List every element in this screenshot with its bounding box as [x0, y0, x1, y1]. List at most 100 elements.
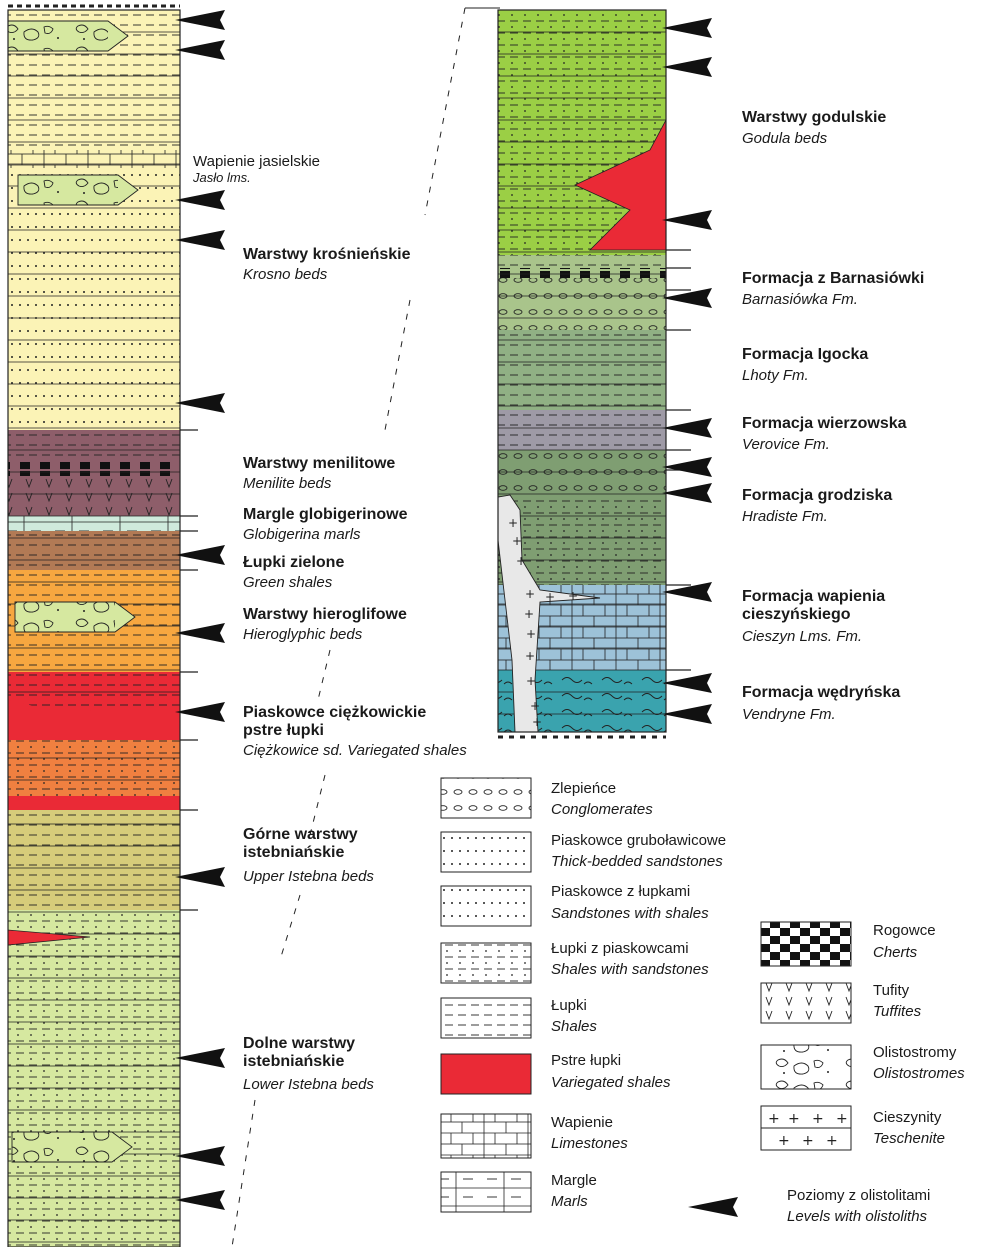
legend-label-olistolith-levels-pl: Poziomy z olistolitami: [787, 1187, 930, 1204]
teschenite-plus-mark: +: [530, 699, 540, 713]
olistostrome-lens-pattern: [12, 1132, 112, 1162]
olistolith-arrow-left: [175, 545, 225, 565]
legend-teschenite-plus: +: [778, 1133, 790, 1149]
legend-label-shale-sandstone-en: Shales with sandstones: [551, 961, 709, 978]
unit-label-lower-istebna-pl2: istebniańskie: [243, 1053, 344, 1070]
legend-label-shales-en: Shales: [551, 1018, 597, 1035]
dashed-connector-upper-2: [384, 299, 411, 431]
right-stratigraphic-column: ++++++++++++: [497, 9, 691, 739]
legend-label-teschenite-en: Teschenite: [873, 1130, 945, 1147]
lithology-legend: +++++++: [440, 777, 852, 1213]
unit-label-verovice-pl: Formacja wierzowska: [742, 415, 907, 432]
legend-swatch-marls-border: [440, 1171, 532, 1213]
legend-teschenite-plus: +: [826, 1133, 838, 1149]
legend-swatch-tuffites-border: [760, 982, 852, 1024]
green-shale-pattern: [8, 531, 180, 570]
dashed-connector-lower-2: [231, 1099, 256, 1247]
olistolith-arrow-left: [175, 867, 225, 887]
unit-label-green-shales-pl: Łupki zielone: [243, 554, 344, 571]
unit-label-vendryne-pl: Formacja wędryńska: [742, 684, 900, 701]
unit-label-hieroglyphic-en: Hieroglyphic beds: [243, 626, 363, 643]
ciezkowice-red-base: [8, 796, 180, 810]
dashed-connector-lower: [279, 894, 301, 961]
unit-label-krosno-pl: Warstwy krośnieńskie: [243, 246, 411, 263]
olistolith-arrow-right: [662, 483, 712, 503]
olistolith-arrow-left: [175, 1190, 225, 1210]
legend-swatch-olistostromes-border: [760, 1044, 852, 1090]
legend-teschenite-plus: +: [812, 1111, 824, 1127]
olistolith-arrow-left: [175, 1048, 225, 1068]
olistolith-arrow-right: [662, 57, 712, 77]
legend-label-cherts-en: Cherts: [873, 944, 918, 961]
left-column-outline: [7, 9, 181, 1247]
unit-label-lhoty-en: Lhoty Fm.: [742, 367, 809, 384]
teschenite-plus-mark: +: [512, 534, 522, 548]
legend-label-cherts-pl: Rogowce: [873, 922, 936, 939]
teschenite-plus-mark: +: [525, 587, 535, 601]
legend-label-marls-en: Marls: [551, 1193, 588, 1210]
legend-label-olistolith-levels-en: Levels with olistoliths: [787, 1208, 928, 1225]
legend-swatch-limestones-pattern: [441, 1114, 531, 1158]
legend-label-thick-sandstone-pl: Piaskowce gruboławicowe: [551, 832, 726, 849]
legend-swatch-sandstone-shale-border: [440, 885, 532, 927]
unit-label-vendryne-en: Vendryne Fm.: [742, 706, 836, 723]
olistolith-arrow-left: [175, 623, 225, 643]
olistolith-arrow-right: [662, 673, 712, 693]
olistolith-arrow-right: [662, 418, 712, 438]
olistolith-arrow-left: [175, 393, 225, 413]
legend-swatch-shales-border: [440, 997, 532, 1039]
legend-swatch-limestones-border: [440, 1113, 532, 1159]
legend-label-variegated-pl: Pstre łupki: [551, 1052, 621, 1069]
olistolith-arrow-right: [662, 457, 712, 477]
legend-label-shales-pl: Łupki: [551, 997, 587, 1014]
legend-label-marls-pl: Margle: [551, 1172, 597, 1189]
unit-label-hradiste-pl: Formacja grodziska: [742, 487, 892, 504]
legend-teschenite-plus: +: [788, 1111, 800, 1127]
legend-label-limestones-pl: Wapienie: [551, 1114, 613, 1131]
dashed-connector-middle-2: [309, 774, 326, 836]
unit-label-ciezkowice-pl: Piaskowce ciężkowickie: [243, 704, 426, 721]
menilite-shale-pattern: [8, 430, 180, 462]
unit-label-lower-istebna-pl: Dolne warstwy: [243, 1035, 355, 1052]
legend-teschenite-plus: +: [836, 1111, 848, 1127]
unit-label-menilite-pl: Warstwy menilitowe: [243, 455, 395, 472]
legend-teschenite-plus: +: [802, 1133, 814, 1149]
unit-label-jaslo-pl: Wapienie jasielskie: [193, 153, 320, 170]
legend-swatch-cherts-border: [760, 921, 852, 967]
menilite-chert-pattern: [8, 462, 180, 476]
olistolith-arrow-left: [175, 10, 225, 30]
right-column-outline: [497, 9, 667, 733]
legend-label-olistostromes-en: Olistostromes: [873, 1065, 965, 1082]
unit-label-lower-istebna-en: Lower Istebna beds: [243, 1076, 374, 1093]
olistolith-arrow-right: [662, 288, 712, 308]
upper-istebna-pattern: [8, 810, 180, 910]
legend-label-teschenite-pl: Cieszynity: [873, 1109, 942, 1126]
legend-swatch-olistostromes-pattern: [761, 1045, 851, 1089]
barnasiowka-top-pattern: [498, 255, 666, 268]
legend-teschenite-plus: +: [768, 1111, 780, 1127]
unit-label-hieroglyphic-pl: Warstwy hieroglifowe: [243, 606, 407, 623]
lower-istebna-pattern: [8, 910, 180, 1247]
legend-swatch-shales-pattern: [441, 998, 531, 1038]
unit-label-cieszyn-en: Cieszyn Lms. Fm.: [742, 628, 862, 645]
legend-label-thick-sandstone-en: Thick-bedded sandstones: [551, 853, 723, 870]
olistostrome-lens-pattern: [15, 602, 115, 632]
unit-label-green-shales-en: Green shales: [243, 574, 333, 591]
unit-label-cieszyn-pl: Formacja wapienia: [742, 588, 885, 605]
unit-label-cieszyn-pl2: cieszyńskiego: [742, 606, 851, 623]
legend-swatch-conglomerates-border: [440, 777, 532, 819]
legend-swatch-cherts-pattern: [761, 922, 851, 966]
legend-label-sandstone-shale-en: Sandstones with shales: [551, 905, 709, 922]
unit-label-godula-en: Godula beds: [742, 130, 828, 147]
verovice-fm-pattern: [498, 410, 666, 450]
teschenite-plus-mark: +: [508, 516, 518, 530]
teschenite-plus-mark: +: [525, 649, 535, 663]
globigerina-marl-pattern: [8, 516, 180, 531]
legend-label-sandstone-shale-pl: Piaskowce z łupkami: [551, 883, 690, 900]
olistolith-arrow-right: [662, 704, 712, 724]
unit-label-krosno-en: Krosno beds: [243, 266, 328, 283]
dashed-connector-upper: [424, 7, 466, 216]
unit-label-upper-istebna-en: Upper Istebna beds: [243, 868, 374, 885]
legend-swatch-tuffites-pattern: [761, 983, 851, 1023]
